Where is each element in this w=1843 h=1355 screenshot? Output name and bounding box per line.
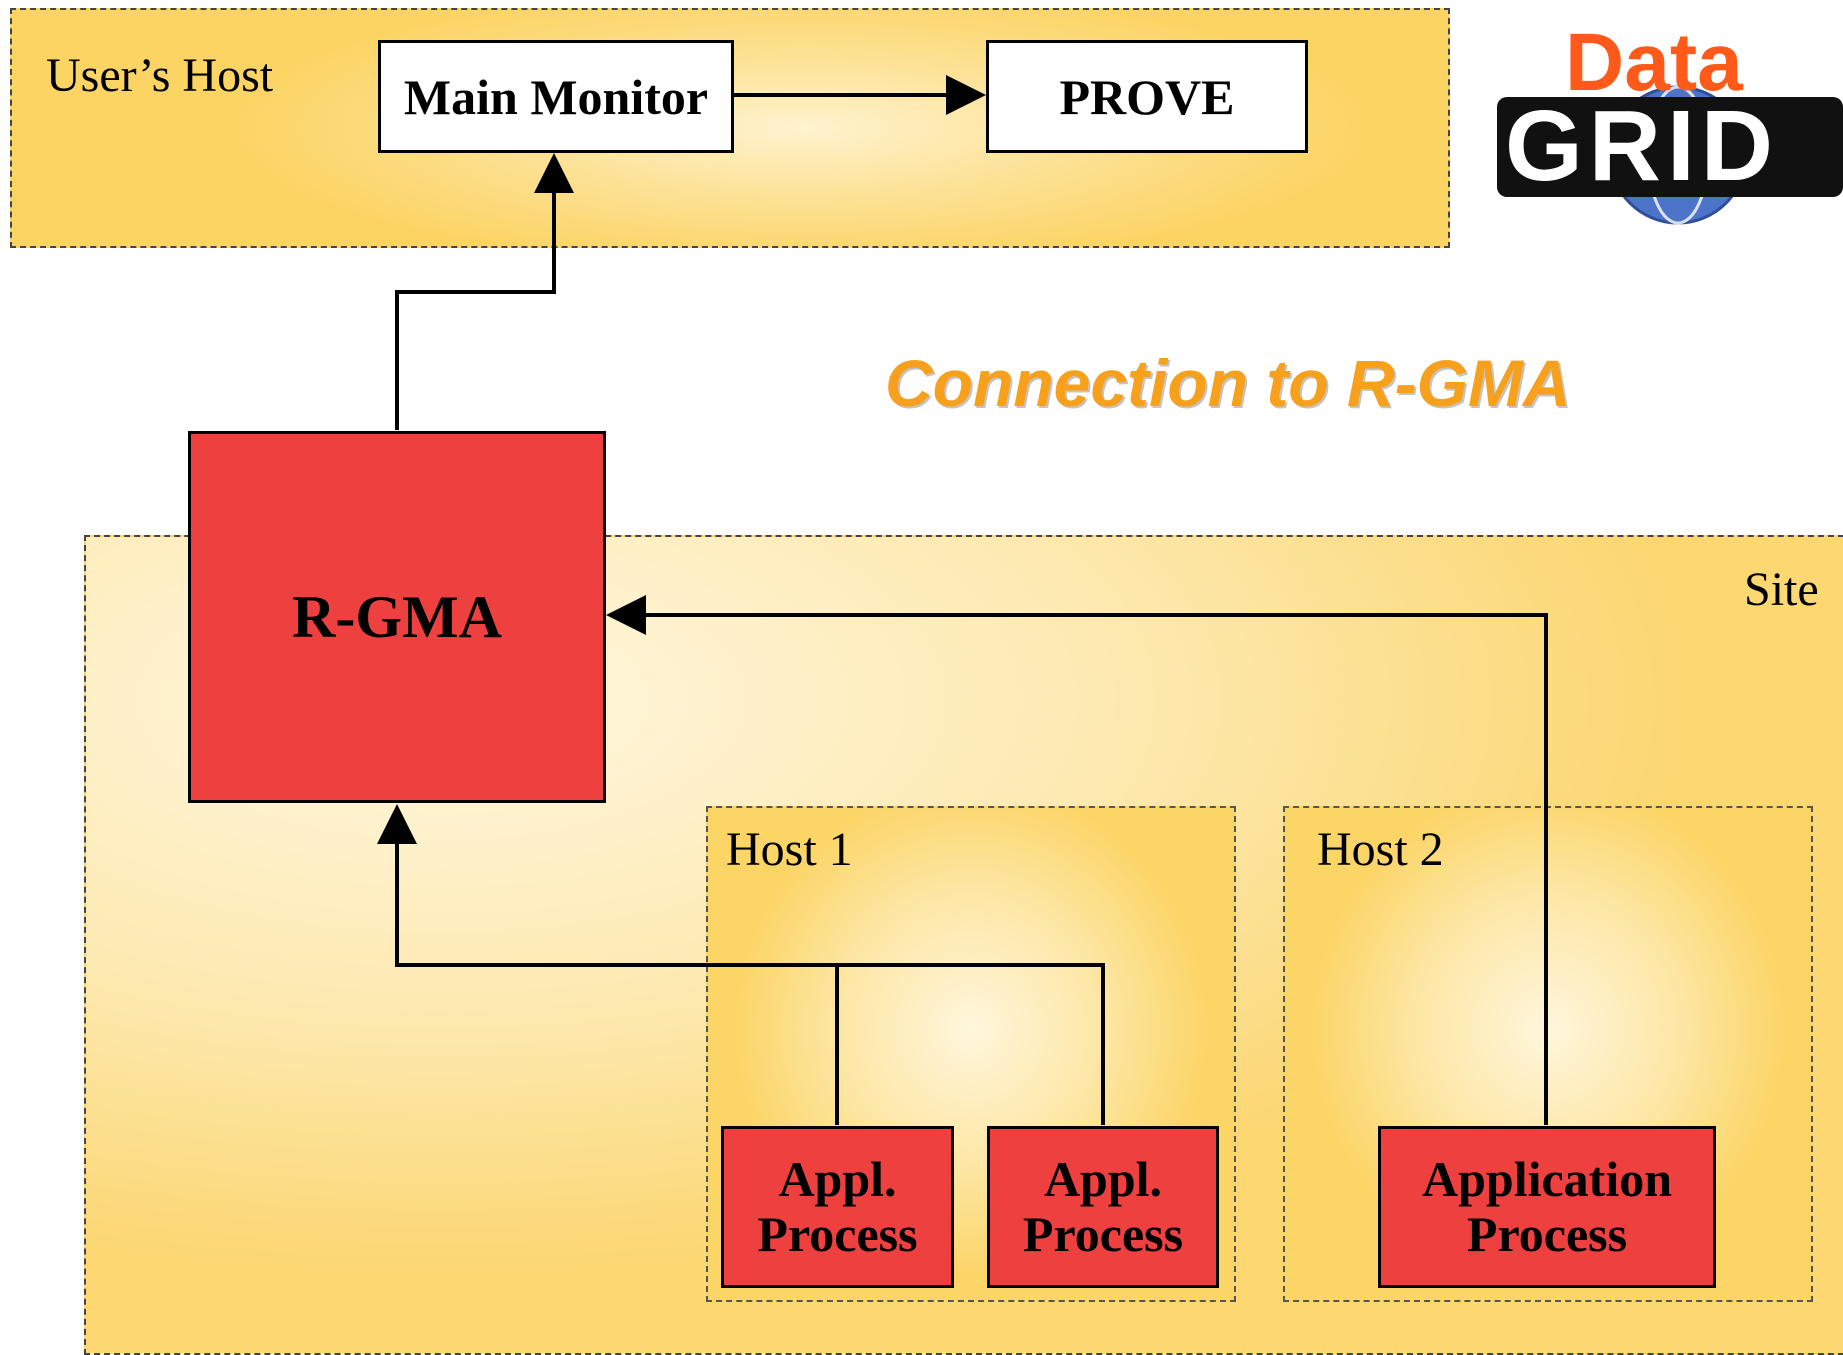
arrow-host1-to-rgma (377, 804, 839, 1125)
arrow-host2-to-rgma (606, 595, 1548, 1125)
arrow-rgma-to-monitor (395, 153, 574, 430)
site-label: Site (1744, 563, 1819, 616)
appl-process-1-line2: Process (757, 1206, 918, 1262)
datagrid-logo: GRID Data (1493, 15, 1843, 230)
appl-process-node-2: Appl. Process (987, 1126, 1219, 1288)
appl-process-2-line2: Process (1022, 1206, 1184, 1262)
diagram-title: Connection to R-GMA (885, 346, 1571, 420)
prove-node: PROVE (986, 40, 1308, 153)
line-appl-process-2 (837, 963, 1105, 1125)
application-process-node: Application Process (1378, 1126, 1716, 1288)
users-host-label: User’s Host (46, 49, 274, 102)
svg-text:GRID: GRID (1505, 90, 1779, 202)
application-process-line2: Process (1466, 1206, 1628, 1262)
appl-process-2-line1: Appl. (1043, 1151, 1163, 1207)
main-monitor-node: Main Monitor (378, 40, 734, 153)
host2-label: Host 2 (1317, 823, 1444, 876)
appl-process-node-1: Appl. Process (721, 1126, 954, 1288)
appl-process-1-line1: Appl. (778, 1151, 897, 1207)
svg-text:Data: Data (1565, 17, 1744, 108)
application-process-line1: Application (1421, 1151, 1673, 1207)
rgma-node: R-GMA (188, 431, 606, 803)
host1-label: Host 1 (726, 823, 853, 876)
